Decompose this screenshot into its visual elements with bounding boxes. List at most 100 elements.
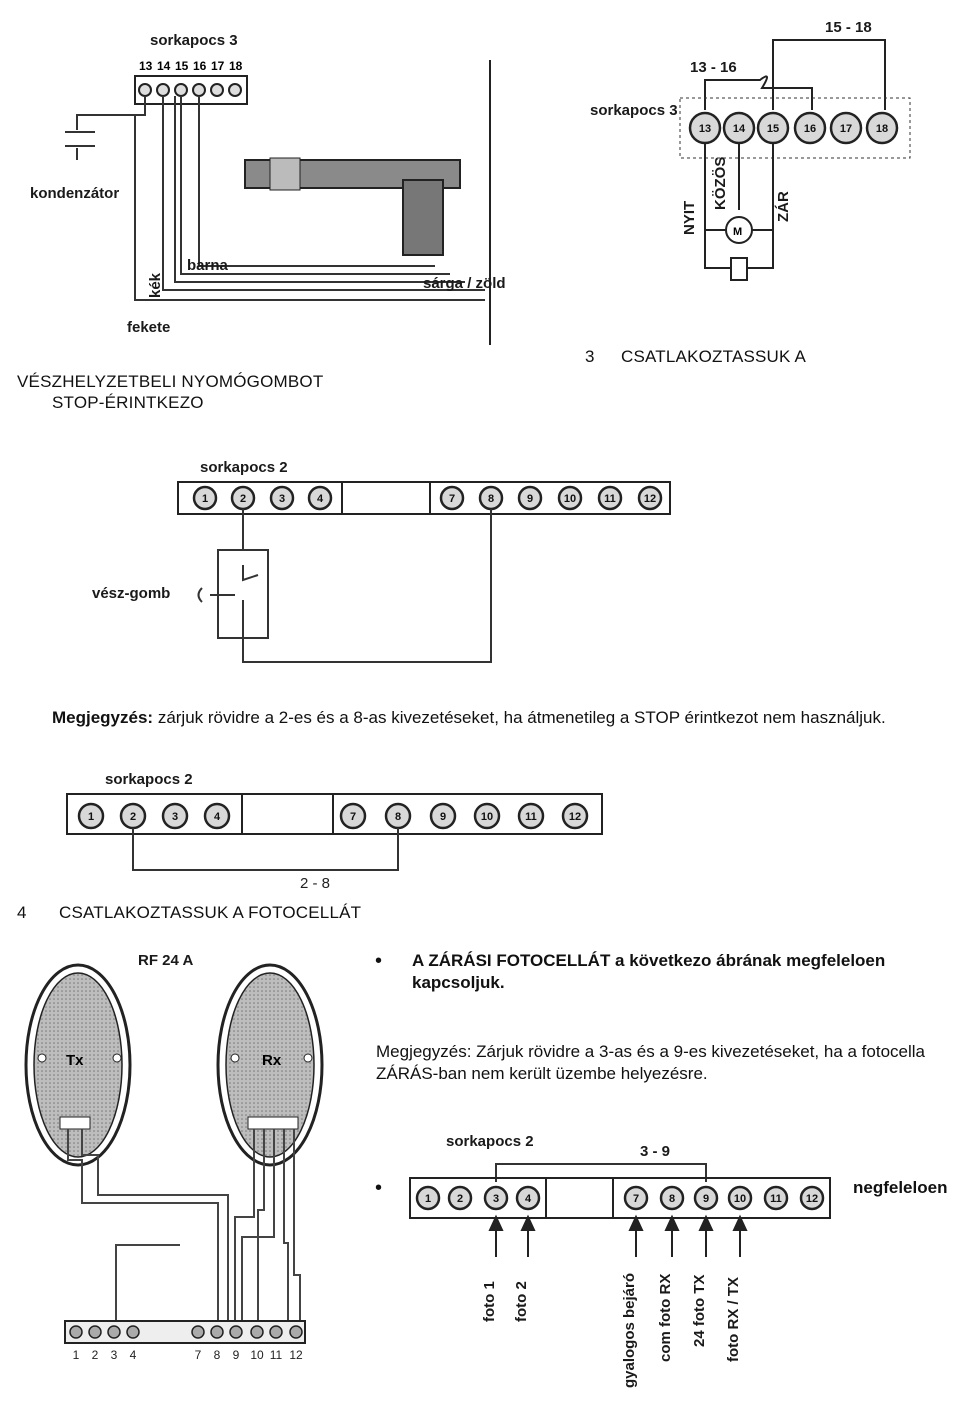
close-label: ZÁR — [775, 191, 792, 222]
emergency-button-label: vész-gomb — [92, 585, 170, 602]
bullet-closing-photocell: A ZÁRÁSI FOTOCELLÁT a következo ábrának … — [412, 951, 886, 992]
capacitor-symbol — [65, 96, 146, 160]
svg-text:18: 18 — [876, 123, 888, 135]
bridge-2-8-diagram: sorkapocs 2 1 2 3 4 7 8 9 10 11 12 2 - 8 — [66, 771, 603, 892]
note-photocell-bridge: Megjegyzés: Zárjuk rövidre a 3-as és a 9… — [376, 1042, 925, 1083]
motor-actuator — [244, 157, 461, 256]
svg-text:11: 11 — [604, 493, 616, 505]
svg-text:17: 17 — [840, 123, 852, 135]
terminal-block-label: sorkapocs 3 — [590, 102, 678, 119]
svg-text:15: 15 — [767, 123, 779, 135]
blue-wire-label: kék — [147, 272, 164, 298]
bridge-3-9-diagram: sorkapocs 2 3 - 9 1 2 3 4 7 8 9 10 11 12… — [409, 1133, 831, 1388]
svg-text:10: 10 — [250, 1348, 264, 1362]
open-label: NYIT — [681, 201, 698, 235]
section-3-subtitle-line1: VÉSZHELYZETBELI NYOMÓGOMBOT — [17, 372, 324, 391]
svg-text:16: 16 — [804, 123, 816, 135]
photocell-wiring-diagram: RF 24 A Tx Rx 1 2 3 4 7 8 9 10 11 — [24, 952, 324, 1362]
svg-text:15: 15 — [175, 59, 189, 73]
bridge-label: 2 - 8 — [300, 875, 330, 892]
svg-text:10: 10 — [481, 811, 493, 823]
motor-symbol — [725, 216, 753, 244]
arrow-label-24-foto-tx: 24 foto TX — [691, 1274, 708, 1347]
svg-text:2: 2 — [457, 1193, 463, 1205]
svg-text:8: 8 — [488, 493, 494, 505]
svg-text:13: 13 — [699, 123, 711, 135]
svg-text:14: 14 — [157, 59, 171, 73]
svg-text:4: 4 — [214, 811, 221, 823]
svg-text:3: 3 — [279, 493, 285, 505]
motor-terminal-bridge-diagram: 15 - 18 13 - 16 sorkapocs 3 13 14 15 16 … — [590, 19, 911, 281]
motor-wiring-diagram: sorkapocs 3 13 14 15 16 17 18 kondenzáto… — [30, 32, 505, 345]
svg-text:3: 3 — [111, 1348, 118, 1362]
terminal-block-label: sorkapocs 2 — [446, 1133, 534, 1150]
terminal-block-label: sorkapocs 3 — [150, 32, 238, 49]
svg-text:2: 2 — [240, 493, 246, 505]
svg-text:3: 3 — [172, 811, 178, 823]
svg-text:17: 17 — [211, 59, 225, 73]
svg-text:4: 4 — [525, 1193, 532, 1205]
tx-label: Tx — [66, 1052, 84, 1069]
bullet-dot: • — [375, 950, 383, 972]
bridge-label: 3 - 9 — [640, 1143, 670, 1160]
bullet-dot-2: • — [375, 1177, 383, 1199]
svg-text:13: 13 — [139, 59, 153, 73]
svg-text:1: 1 — [73, 1348, 80, 1362]
terminal-numbers: 13 14 15 16 17 18 — [139, 59, 243, 73]
svg-text:16: 16 — [193, 59, 207, 73]
svg-text:10: 10 — [564, 493, 576, 505]
svg-text:18: 18 — [229, 59, 243, 73]
svg-text:1: 1 — [202, 493, 208, 505]
arrow-label-com-foto-rx: com foto RX — [657, 1274, 674, 1362]
arrow-label-foto2: foto 2 — [513, 1281, 530, 1322]
svg-text:1: 1 — [88, 811, 94, 823]
note-stop-contact: Megjegyzés: zárjuk rövidre a 2-es és a 8… — [52, 708, 886, 727]
terminal-block-label: sorkapocs 2 — [200, 459, 288, 476]
yellow-green-wire-label: sárga / zöld — [423, 275, 505, 292]
svg-text:4: 4 — [317, 493, 324, 505]
svg-text:12: 12 — [289, 1348, 303, 1362]
svg-text:2: 2 — [130, 811, 136, 823]
photocell-model-label: RF 24 A — [138, 952, 193, 969]
svg-text:12: 12 — [569, 811, 581, 823]
rx-label: Rx — [262, 1052, 282, 1069]
svg-text:11: 11 — [525, 811, 537, 823]
svg-text:2: 2 — [92, 1348, 99, 1362]
svg-text:11: 11 — [770, 1193, 782, 1205]
svg-text:1: 1 — [425, 1193, 431, 1205]
arrow-label-foto1: foto 1 — [481, 1281, 498, 1322]
svg-text:7: 7 — [449, 493, 455, 505]
terminal-row: 13 14 15 16 17 18 — [688, 111, 899, 145]
section-3-subtitle-line2: STOP-ÉRINTKEZO — [52, 393, 204, 412]
svg-text:4: 4 — [130, 1348, 137, 1362]
svg-text:7: 7 — [350, 811, 356, 823]
svg-text:11: 11 — [270, 1348, 283, 1362]
svg-text:12: 12 — [644, 493, 656, 505]
svg-text:8: 8 — [669, 1193, 675, 1205]
svg-text:12: 12 — [806, 1193, 818, 1205]
svg-text:7: 7 — [633, 1193, 639, 1205]
terminal-block-label: sorkapocs 2 — [105, 771, 193, 788]
svg-text:14: 14 — [733, 123, 746, 135]
svg-text:M: M — [733, 226, 742, 238]
arrow-label-pedestrian: gyalogos bejáró — [621, 1273, 638, 1388]
brown-wire-label: barna — [187, 257, 229, 274]
svg-text:8: 8 — [395, 811, 401, 823]
svg-text:9: 9 — [703, 1193, 709, 1205]
arrow-label-foto-rx-tx: foto RX / TX — [725, 1277, 742, 1362]
black-wire-label: fekete — [127, 319, 170, 336]
svg-text:9: 9 — [233, 1348, 240, 1362]
bridge-label-mid: 13 - 16 — [690, 59, 737, 76]
svg-text:3: 3 — [493, 1193, 499, 1205]
svg-text:8: 8 — [214, 1348, 221, 1362]
bullet-2-text-tail: negfeleloen — [853, 1178, 948, 1197]
emergency-button-diagram: sorkapocs 2 1 2 3 4 7 8 9 10 11 12 vész-… — [92, 459, 671, 663]
bridge-label-top: 15 - 18 — [825, 19, 872, 36]
svg-text:9: 9 — [440, 811, 446, 823]
capacitor-label: kondenzátor — [30, 185, 119, 202]
svg-text:10: 10 — [734, 1193, 746, 1205]
svg-text:9: 9 — [527, 493, 533, 505]
common-label: KÖZÖS — [712, 157, 729, 210]
